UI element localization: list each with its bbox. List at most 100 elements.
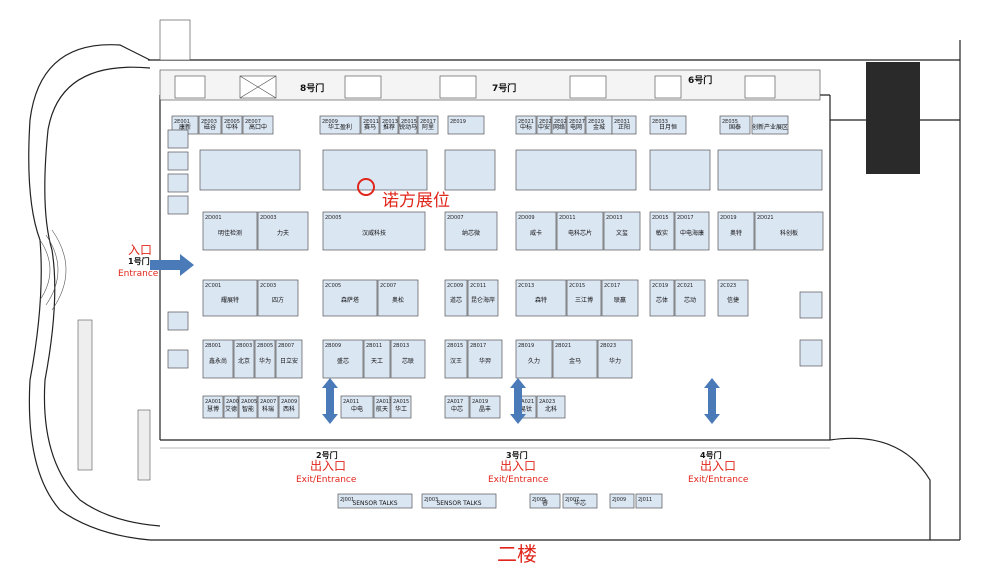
row5-booth-number: 2A015 xyxy=(393,399,409,405)
mid-row-booth-number: 2D003 xyxy=(260,215,277,221)
left-col-booth xyxy=(167,151,189,171)
mid-row-booth-name: 明佳检测 xyxy=(218,229,242,237)
row3-booth-number: 2C011 xyxy=(470,283,486,289)
floor-title: 二楼 xyxy=(497,542,537,566)
row3-booth-name: 芯体 xyxy=(656,296,668,304)
top-row-booth-name: 康新 xyxy=(179,123,191,131)
top-row-booth-name: 磁谷 xyxy=(204,123,216,131)
gate2-arrow xyxy=(322,378,338,424)
outside-row-booth xyxy=(421,493,497,509)
row3-booth-number: 2C023 xyxy=(720,283,736,289)
row5-booth xyxy=(223,395,239,419)
left-col-booth xyxy=(167,195,189,215)
top-row-booth-name: 阿里 xyxy=(422,123,434,131)
gate-6-label: 6号门 xyxy=(688,76,713,86)
left-col-booth xyxy=(167,311,189,331)
row3-booth xyxy=(717,279,749,317)
row5-booth xyxy=(202,395,224,419)
row4-booth xyxy=(254,339,276,379)
row5-booth xyxy=(444,395,470,419)
outside-row-booth xyxy=(609,493,635,509)
row5-booth-number: 2A007 xyxy=(260,399,276,405)
mid-row-booth xyxy=(674,211,710,251)
row5-booth-name: 科瑞 xyxy=(262,405,274,413)
mid-row-booth-name: 文玺 xyxy=(616,229,628,237)
row4-booth xyxy=(322,339,364,379)
top-row-booth-number: 2E027 xyxy=(569,119,585,125)
top-row-booth-name: 中科 xyxy=(226,123,238,131)
row5-booth-number: 2A011 xyxy=(343,399,359,405)
outside-row-booth-number: 2J007 xyxy=(565,497,579,503)
top-row-booth-name: 金城 xyxy=(593,123,605,131)
row3-booth-number: 2C015 xyxy=(569,283,585,289)
mid-row-booth-name: 力夫 xyxy=(277,229,289,237)
row3-booth-name: 道芯 xyxy=(450,296,462,304)
mid-row-booth xyxy=(717,211,755,251)
row5-booth xyxy=(340,395,374,419)
top-row-booth-number: 2E033 xyxy=(652,119,668,125)
top-row-booth xyxy=(242,115,274,135)
west-gate-label: 1号门 xyxy=(128,257,150,266)
top-row-booth-name: 网络 xyxy=(553,123,565,131)
row4-booth-name: 汉王 xyxy=(450,357,462,365)
row4-booth xyxy=(444,339,468,379)
top-row-booth-name: 推荐 xyxy=(383,123,395,131)
top-row-booth-number: 2E019 xyxy=(450,119,466,125)
row5-booth-number: 2A013 xyxy=(376,399,392,405)
row4-booth-number: 2B007 xyxy=(278,343,294,349)
row4-booth-name: 鑫永尚 xyxy=(209,357,227,365)
mid-row-booth-name: 纳芯微 xyxy=(462,229,480,237)
row3-booth-number: 2C001 xyxy=(205,283,221,289)
mid-row-booth xyxy=(322,211,426,251)
row4-booth-number: 2B023 xyxy=(600,343,616,349)
outside-row-booth-name: SENSOR TALKS xyxy=(352,500,397,507)
top-row-booth-number: 2E007 xyxy=(245,119,261,125)
top-row-booth-name: 中安 xyxy=(538,123,550,131)
mid-row-booth xyxy=(444,211,498,251)
block-booth xyxy=(649,149,711,191)
mid-row-booth-name: 威卡 xyxy=(530,229,542,237)
row5-booth-number: 2A019 xyxy=(472,399,488,405)
row3-booth-number: 2C003 xyxy=(260,283,276,289)
row4-booth xyxy=(275,339,303,379)
west-entrance-arrow xyxy=(150,254,194,276)
row5-booth-name: 晶丰 xyxy=(479,405,491,413)
row3-booth-number: 2C005 xyxy=(325,283,341,289)
row4-booth-name: 金马 xyxy=(569,357,581,365)
mid-row-booth xyxy=(202,211,258,251)
top-row-booth xyxy=(221,115,243,135)
mid-row-booth-number: 2D007 xyxy=(447,215,464,221)
top-row-booth-number: 2E023 xyxy=(539,119,555,125)
top-row-booth-name: 锐动马 xyxy=(399,123,417,131)
gate-4-cn: 出入口 xyxy=(700,459,737,473)
top-row-booth xyxy=(319,115,361,135)
entrance-arrows xyxy=(150,254,720,424)
row3-booth-name: 昆仑海岸 xyxy=(471,296,495,304)
row5-booth-number: 2A003 xyxy=(226,399,242,405)
row3-booth xyxy=(444,279,468,317)
row4-booth xyxy=(233,339,255,379)
top-row-booth-number: 2E003 xyxy=(201,119,217,125)
outside-row-booth-number: 2J003 xyxy=(424,497,438,503)
row3-booth xyxy=(601,279,639,317)
mid-row-booth-number: 2D015 xyxy=(652,215,669,221)
gate-3-cn: 出入口 xyxy=(500,459,537,473)
row5-booth-name: 艾德 xyxy=(225,405,237,413)
mid-row-booth-name: 科创板 xyxy=(780,229,798,237)
outside-row-booth xyxy=(562,493,598,509)
row3-booth-number: 2C007 xyxy=(380,283,396,289)
row3-booth-name: 四方 xyxy=(272,296,284,304)
top-row-booth-number: 2E031 xyxy=(614,119,630,125)
row4-booth-name: 盛芯 xyxy=(337,357,349,365)
row4-booth xyxy=(467,339,503,379)
row4-booth-number: 2B001 xyxy=(205,343,221,349)
mid-row-booth xyxy=(515,211,557,251)
row5-booth-name: 西科 xyxy=(283,405,295,413)
outside-row-booth-name: 睿 xyxy=(542,499,548,507)
top-row-booth xyxy=(198,115,222,135)
row4-booth-name: 华为 xyxy=(259,357,271,365)
gate3-arrow xyxy=(510,378,526,424)
row3-booth-name: 三江博 xyxy=(575,296,593,304)
outside-row-booth xyxy=(635,493,663,509)
top-row-booth-name: 赛马 xyxy=(364,123,376,131)
